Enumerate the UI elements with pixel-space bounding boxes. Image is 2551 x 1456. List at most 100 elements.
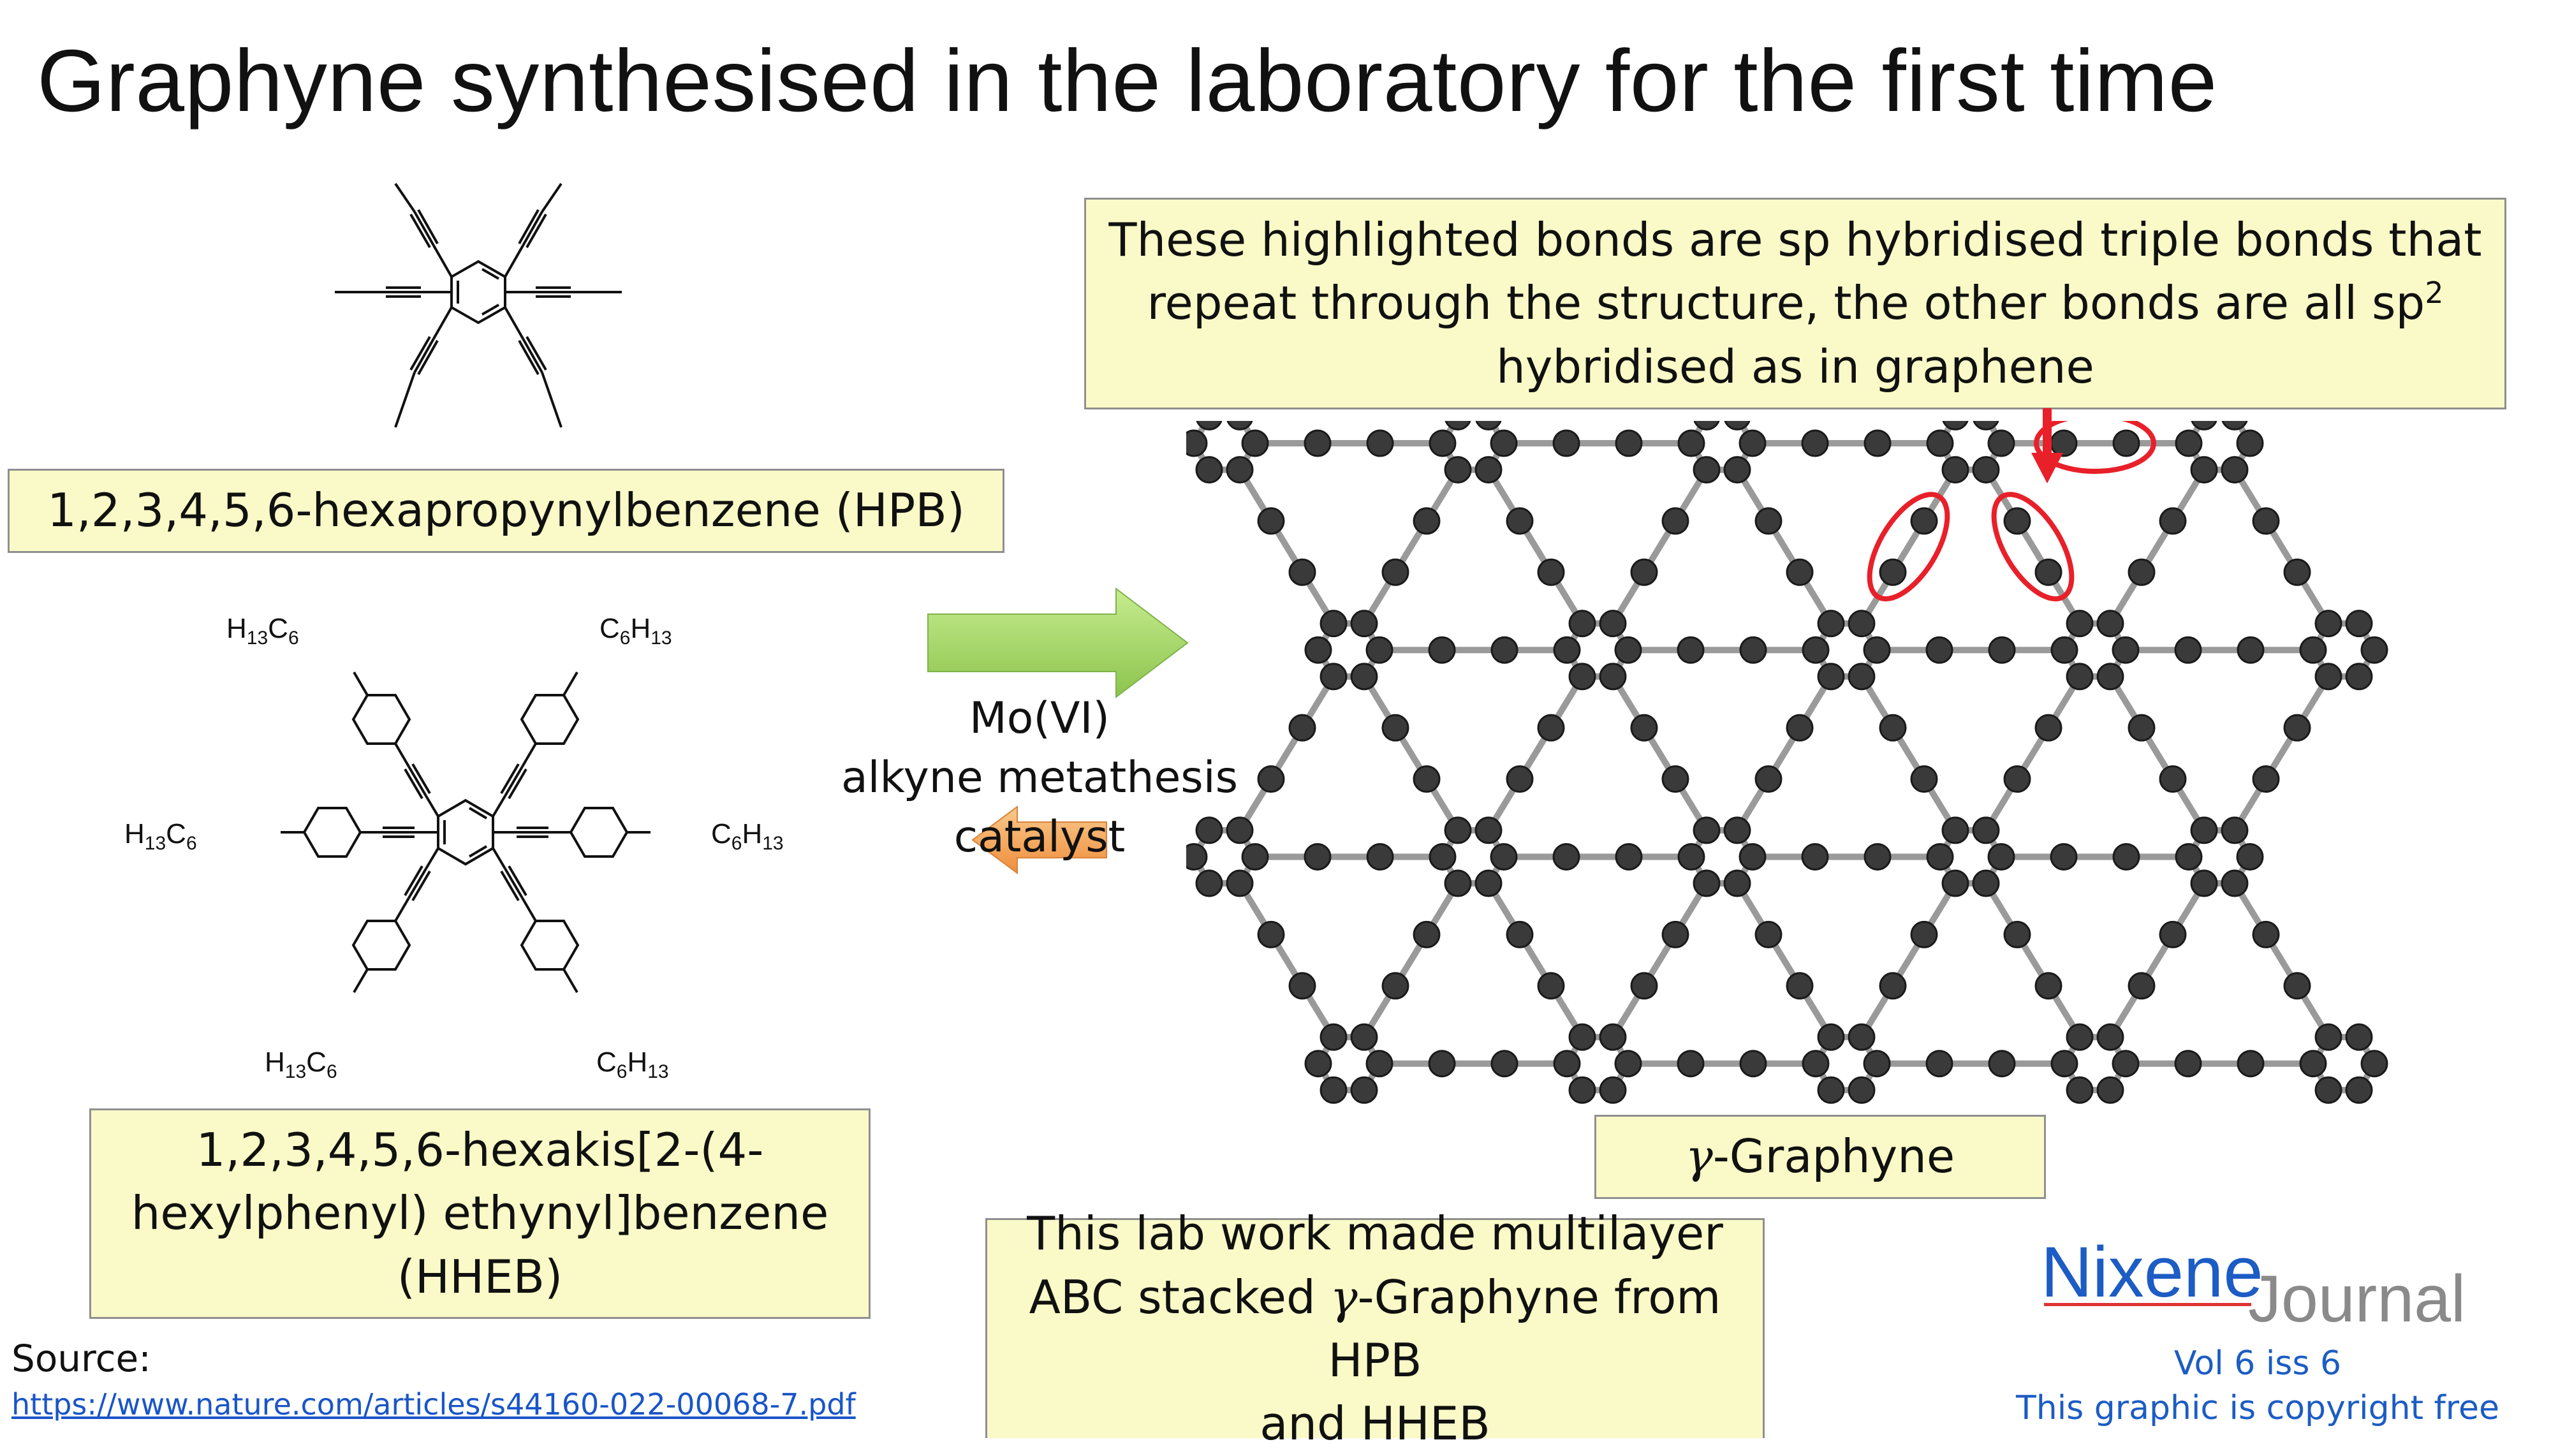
lattice-atom [1444, 869, 1472, 897]
lattice-atom [1413, 765, 1441, 793]
lattice-atom [2345, 1023, 2373, 1051]
lattice-atom [2360, 1050, 2388, 1078]
lattice-atom [2096, 1023, 2124, 1051]
lattice-atom [1186, 429, 1208, 457]
lattice-atom [1879, 558, 1907, 586]
lattice-atom [1630, 558, 1658, 586]
lattice-atom [1350, 663, 1378, 691]
lattice-atom [1863, 636, 1891, 664]
lattice-atom [1429, 842, 1457, 871]
lattice-atom [2314, 1076, 2342, 1104]
lattice-atom [1320, 1076, 1348, 1104]
lattice-atom [2034, 714, 2062, 742]
lattice-bond [1610, 467, 1710, 626]
lattice-atom [1724, 421, 1751, 430]
lattice-bond [1361, 675, 1461, 832]
lattice-atom [2096, 663, 2124, 691]
lattice-bond [1858, 881, 1959, 1039]
lattice-atom [1973, 421, 1999, 430]
lattice-atom [2096, 610, 2124, 638]
lattice-atom [2221, 421, 2248, 430]
lattice-atom [1941, 816, 1969, 844]
lattice-atom [1988, 636, 2016, 664]
catalyst-line1: Mo(VI) [969, 693, 1110, 744]
lattice-bond [1734, 881, 1834, 1039]
journal-logo: Journal [2248, 1262, 2466, 1336]
lattice-atom [1723, 456, 1751, 484]
lattice-atom [1786, 972, 1814, 1000]
lattice-atom [1381, 972, 1409, 1000]
conclusion-line3: and HHEB [1260, 1397, 1490, 1451]
lattice-atom [1817, 663, 1845, 691]
lattice-atom [1288, 714, 1316, 742]
lattice-atom [2128, 714, 2156, 742]
hheb-substituent-top-right: C6H13 [599, 613, 672, 649]
hheb-label-box: 1,2,3,4,5,6-hexakis[2-(4- hexylphenyl) e… [89, 1108, 871, 1319]
callout-line1: These highlighted bonds are sp hybridise… [1108, 212, 2482, 267]
lattice-atom [1693, 421, 1720, 430]
lattice-atom [1987, 842, 2015, 871]
lattice-atom [2112, 842, 2140, 871]
lattice-atom [1848, 610, 1876, 638]
lattice-atom [2050, 636, 2078, 664]
lattice-atom [1599, 663, 1627, 691]
lattice-atom [1723, 816, 1751, 844]
lattice-atom [1226, 869, 1254, 897]
lattice-atom [2283, 714, 2311, 742]
lattice-atom [1304, 636, 1332, 664]
lattice-bond [2107, 675, 2207, 832]
lattice-atom [2096, 1076, 2124, 1104]
lattice-atom [2236, 842, 2264, 871]
callout-line3: hybridised as in graphene [1496, 339, 2094, 393]
lattice-atom [1568, 1023, 1596, 1051]
triple-bond-highlight [2034, 421, 2156, 474]
lattice-atom [2003, 765, 2031, 793]
lattice-atom [2128, 558, 2156, 586]
lattice-atom [1754, 507, 1783, 535]
lattice-atom [1241, 842, 1269, 871]
source-label: Source: [11, 1337, 151, 1380]
catalyst-line2: alkyne metathesis catalyst [841, 753, 1239, 863]
conclusion-line2: ABC stacked γ-Graphyne from HPB [1029, 1270, 1721, 1387]
lattice-atom [1226, 816, 1254, 844]
lattice-atom [1879, 972, 1907, 1000]
lattice-atom [1553, 636, 1581, 664]
lattice-atom [1304, 1050, 1332, 1078]
hpb-label-box: 1,2,3,4,5,6-hexapropynylbenzene (HPB) [8, 469, 1004, 553]
lattice-atom [2034, 972, 2062, 1000]
lattice-bond [1734, 467, 1834, 626]
lattice-bond [1485, 881, 1585, 1039]
lattice-atom [2066, 1076, 2094, 1104]
lattice-atom [1802, 1050, 1830, 1078]
lattice-atom [2050, 1050, 2078, 1078]
lattice-atom [1350, 1023, 1378, 1051]
lattice-atom [1257, 507, 1285, 535]
lattice-atom [1677, 842, 1705, 871]
lattice-atom [1490, 842, 1518, 871]
lattice-atom [1677, 429, 1705, 457]
lattice-atom [2174, 636, 2202, 664]
lattice-atom [1506, 920, 1534, 948]
lattice-atom [2174, 1050, 2202, 1078]
hheb-name-line2: hexylphenyl) ethynyl]benzene [131, 1186, 829, 1240]
lattice-atom [1196, 421, 1223, 430]
lattice-atom [2283, 972, 2311, 1000]
lattice-atom [1941, 869, 1969, 897]
lattice-atom [1801, 842, 1829, 871]
lattice-atom [2221, 869, 2249, 897]
lattice-atom [2252, 507, 2280, 535]
source-link[interactable]: https://www.nature.com/articles/s44160-0… [11, 1387, 856, 1422]
lattice-atom [2159, 920, 2187, 948]
graphyne-label: γ-Graphyne [1685, 1129, 1955, 1184]
lattice-atom [2128, 972, 2156, 1000]
triple-bond-highlight [1991, 492, 2075, 601]
callout-line2: repeat through the structure, the other … [1147, 276, 2444, 330]
lattice-atom [1428, 636, 1456, 664]
lattice-atom [1941, 456, 1969, 484]
lattice-atom [1864, 429, 1892, 457]
lattice-atom [1972, 816, 2000, 844]
lattice-atom [2252, 920, 2280, 948]
lattice-atom [1739, 429, 1767, 457]
lattice-atom [1739, 842, 1767, 871]
lattice-atom [1848, 663, 1876, 691]
